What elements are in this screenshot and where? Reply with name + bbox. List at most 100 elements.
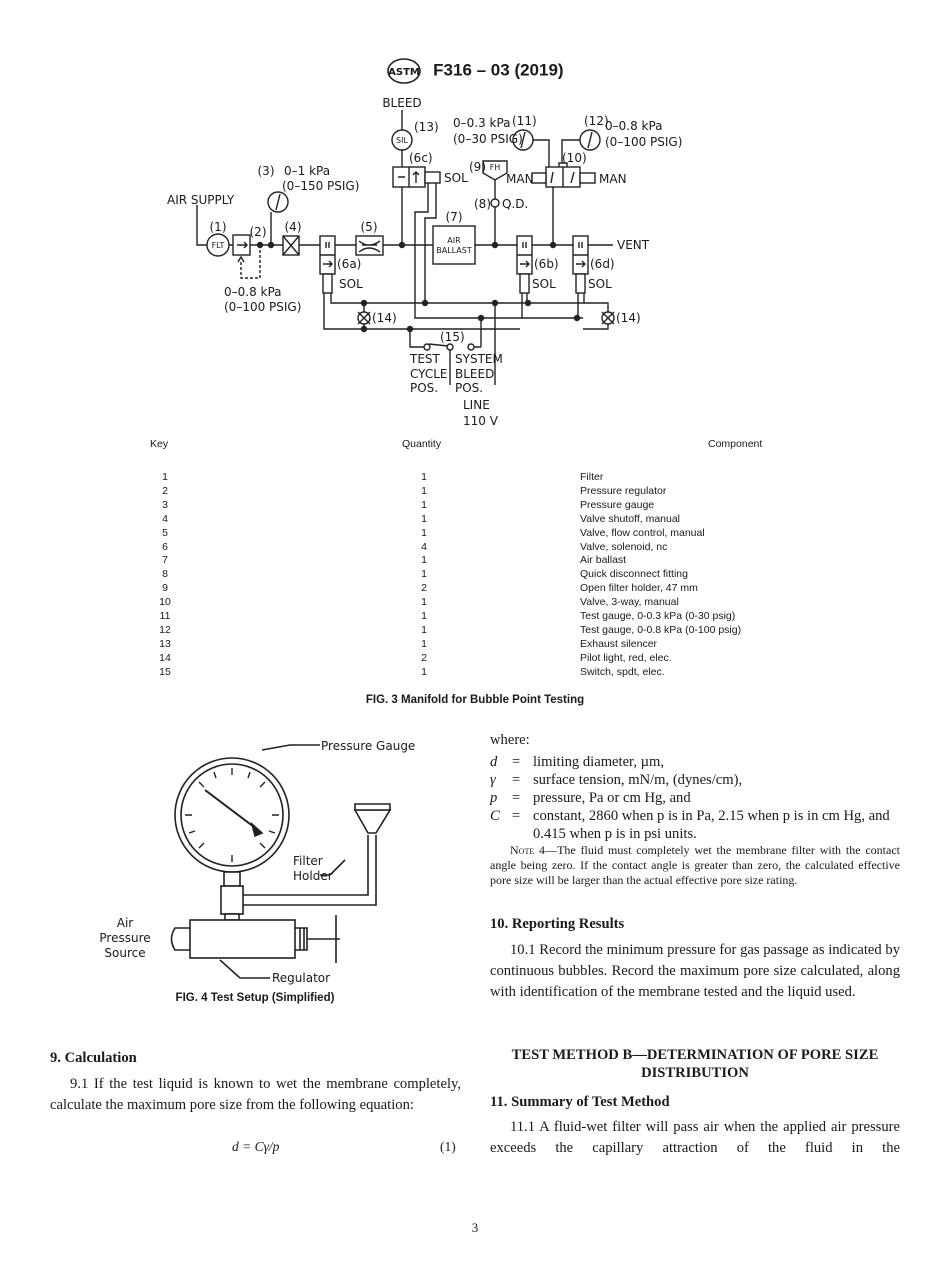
label-12: (12) (584, 114, 609, 128)
label-10: (10) (562, 151, 587, 165)
table-cell-key: 4 (162, 512, 168, 525)
section-10-paragraph: 10.1 Record the minimum pressure for gas… (490, 942, 900, 1000)
section-10-heading: 10. Reporting Results (490, 916, 625, 932)
label-fh: FH (490, 163, 501, 172)
table-cell-quantity: 1 (421, 665, 427, 678)
where-label: where: (490, 732, 530, 748)
quick-disconnect-symbol (490, 198, 500, 208)
table-cell-key: 12 (159, 623, 171, 636)
label-7: (7) (446, 210, 463, 224)
table-cell-quantity: 1 (421, 623, 427, 636)
label-sil: SIL (396, 136, 408, 145)
label-sol-6d: SOL (588, 277, 612, 291)
label-6b: (6b) (534, 257, 559, 271)
label-flt: FLT (212, 241, 225, 250)
table-cell-component: Pressure regulator (580, 484, 667, 497)
table-cell-key: 11 (159, 610, 171, 622)
label-4: (4) (285, 220, 302, 234)
label-bleed-pos: BLEED (455, 367, 494, 381)
label-g11-range: 0–0.3 kPa (453, 116, 511, 130)
table-cell-key: 3 (162, 498, 168, 511)
table-cell-key: 9 (162, 582, 168, 595)
label-8: (8) (474, 197, 491, 211)
table-cell-component: Quick disconnect fitting (580, 568, 688, 581)
variable-symbol: C (490, 808, 500, 824)
variable-definition: pressure, Pa or cm Hg, and (533, 790, 691, 806)
equals-sign: = (512, 808, 521, 824)
label-5: (5) (361, 220, 378, 234)
label-g12-range: 0–0.8 kPa (605, 119, 663, 133)
equation-1: d = Cγ/p (232, 1139, 280, 1154)
label-air: AIR (447, 236, 461, 245)
silencer-symbol (391, 129, 413, 151)
label-g3-psig: (0–150 PSIG) (282, 179, 359, 193)
table-cell-key: 2 (162, 484, 168, 497)
variable-symbol: γ (490, 772, 496, 788)
label-system: SYSTEM (455, 352, 503, 366)
equals-sign: = (512, 772, 521, 788)
table-cell-component: Valve, solenoid, nc (580, 540, 668, 553)
page-header: ASTM F316 – 03 (2019) (0, 58, 950, 84)
label-15: (15) (440, 330, 465, 344)
table-cell-key: 15 (159, 665, 171, 678)
label-vent: VENT (617, 238, 650, 252)
label-reg-range: 0–0.8 kPa (224, 285, 282, 299)
method-b-heading: TEST METHOD B—DETERMINATION OF PORE SIZE… (511, 1047, 879, 1081)
table-cell-key: 10 (159, 596, 171, 609)
table-cell-component: Open filter holder, 47 mm (580, 582, 698, 595)
table-cell-component: Test gauge, 0-0.3 kPa (0-30 psig) (580, 610, 736, 622)
label-6a: (6a) (337, 257, 361, 271)
label-test: TEST (409, 352, 441, 366)
table-cell-quantity: 1 (421, 512, 427, 525)
label-sol-6a: SOL (339, 277, 363, 291)
table-cell-quantity: 2 (421, 582, 427, 595)
variable-definition: constant, 2860 when p is in Pa, 2.15 whe… (533, 808, 890, 842)
table-cell-component: Pressure gauge (580, 498, 655, 511)
manifold-diagram: AIR SUPPLY (1) FLT (2) (3) 0–1 kPa (0–15… (167, 96, 682, 428)
label-pressure-gauge: Pressure Gauge (321, 739, 415, 753)
label-6c: (6c) (409, 151, 433, 165)
fig3-caption: FIG. 3 Manifold for Bubble Point Testing (365, 694, 585, 706)
table-cell-quantity: 1 (421, 471, 427, 483)
label-g12-psig: (0–100 PSIG) (605, 135, 682, 149)
air-ballast-box (432, 225, 476, 265)
equation-number: (1) (440, 1139, 456, 1154)
table-cell-quantity: 1 (421, 610, 427, 622)
label-holder: Holder (293, 869, 333, 883)
variable-symbol: d (490, 754, 498, 770)
note-4: Note 4—The fluid must completely wet the… (490, 843, 900, 888)
label-source: Source (104, 946, 145, 960)
label-reg-psig: (0–100 PSIG) (224, 300, 301, 314)
table-cell-quantity: 1 (421, 526, 427, 539)
page-number: 3 (471, 1220, 479, 1235)
table-cell-component: Valve, 3-way, manual (580, 596, 679, 609)
label-sol-6b: SOL (532, 277, 556, 291)
variable-definition: surface tension, mN/m, (dynes/cm), (533, 772, 743, 788)
label-filter: Filter (293, 854, 323, 868)
table-cell-component: Exhaust silencer (580, 637, 658, 650)
col-header-key: Key (150, 438, 169, 450)
table-cell-key: 5 (162, 526, 168, 539)
label-bleed: BLEED (382, 96, 421, 110)
label-pos-test: POS. (410, 381, 438, 395)
table-cell-quantity: 1 (421, 554, 427, 567)
table-cell-quantity: 1 (421, 596, 427, 609)
table-cell-key: 1 (162, 471, 168, 483)
table-cell-quantity: 2 (421, 651, 427, 664)
section-11-heading: 11. Summary of Test Method (490, 1094, 670, 1110)
table-cell-component: Test gauge, 0-0.8 kPa (0-100 psig) (580, 623, 742, 636)
equals-sign: = (512, 754, 521, 770)
col-header-quantity: Quantity (402, 438, 442, 450)
section-9-heading: 9. Calculation (50, 1050, 137, 1066)
label-1: (1) (210, 220, 227, 234)
table-cell-key: 8 (162, 568, 168, 581)
table-cell-key: 14 (159, 651, 171, 664)
filter-holder-symbol (482, 160, 508, 181)
fig4-caption: FIG. 4 Test Setup (Simplified) (175, 992, 335, 1004)
equals-sign: = (512, 790, 521, 806)
label-9: (9) (469, 160, 486, 174)
label-14-left: (14) (372, 311, 397, 325)
svg-text:ASTM: ASTM (389, 67, 421, 78)
table-cell-quantity: 1 (421, 498, 427, 511)
table-cell-key: 6 (162, 540, 168, 553)
